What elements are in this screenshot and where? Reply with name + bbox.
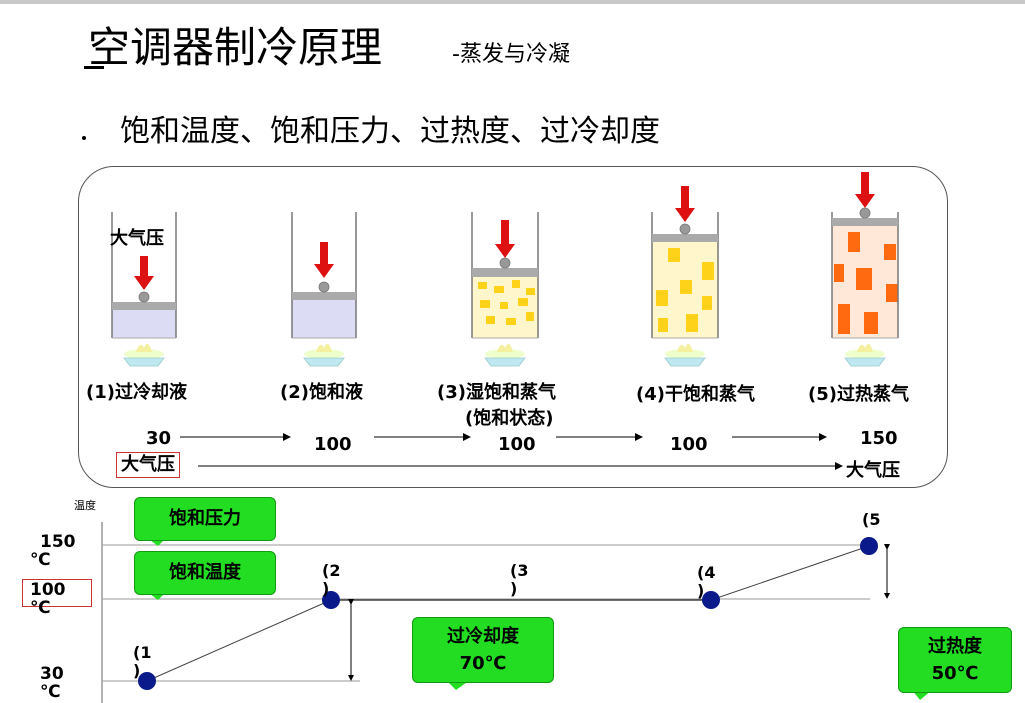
pressure-arrow-5: [855, 172, 875, 208]
atm-label-top: 大气压: [110, 228, 164, 249]
temperature-graph: [101, 522, 932, 703]
point-label-4-a: (4: [697, 563, 716, 582]
superheat-bubble: 过热度 50℃: [898, 627, 1012, 693]
burner-3: [484, 343, 526, 367]
burner-5: [844, 343, 886, 367]
cylinder-2: [291, 212, 357, 367]
states-panel: [78, 166, 948, 488]
state-label-3: (3)湿饱和蒸气: [437, 382, 556, 403]
point-1: [138, 672, 156, 690]
point-label-4-b: ): [697, 581, 705, 600]
page-title: 空调器制冷原理: [88, 23, 383, 72]
pressure-arrow-3: [495, 220, 515, 258]
temp-1: 30: [146, 428, 172, 449]
state-label-4: (4)干饱和蒸气: [636, 384, 755, 405]
y-tick-100-unit: ℃: [30, 598, 51, 618]
state-label-2: (2)饱和液: [280, 382, 363, 403]
subcooling-label: 过冷却度: [447, 626, 519, 647]
segment-1-2: [146, 599, 332, 682]
y-tick-100: 100: [30, 580, 66, 600]
pressure-arrow-4: [675, 186, 695, 222]
subcooling-bubble: 过冷却度 70℃: [412, 617, 554, 683]
temp-4: 100: [670, 434, 708, 455]
point-label-5: (5: [862, 510, 881, 529]
point-label-2-b: ): [322, 579, 330, 598]
y-tick-150-unit: ℃: [30, 550, 51, 570]
burner-4: [664, 343, 706, 367]
sat-pressure-bubble: 饱和压力: [134, 497, 276, 541]
temp-2: 100: [314, 434, 352, 455]
cylinder-1: [111, 212, 177, 367]
atm-label-end: 大气压: [846, 460, 900, 481]
point-label-1-b: ): [133, 661, 141, 680]
cylinder-4: [651, 186, 719, 367]
y-tick-150: 150: [40, 532, 76, 552]
point-5: [860, 537, 878, 555]
point-label-3-a: (3: [510, 561, 529, 580]
state-label-1: (1)过冷却液: [86, 382, 187, 403]
temperature-arrows: [180, 433, 843, 470]
cylinder-3: [471, 212, 539, 367]
superheat-value: 50℃: [931, 663, 979, 684]
temp-3: 100: [498, 434, 536, 455]
bullet-dot: [82, 136, 86, 140]
point-label-2-a: (2: [322, 561, 341, 580]
state-label-3-sub: (饱和状态): [465, 408, 554, 429]
superheat-label: 过热度: [928, 636, 982, 657]
y-tick-100-box: [22, 579, 92, 607]
subcooling-value: 70℃: [459, 653, 507, 674]
point-label-3-b: ): [510, 579, 518, 598]
page-subtitle: -蒸发与冷凝: [452, 42, 570, 67]
pressure-arrow-1: [134, 256, 154, 290]
point-2: [322, 591, 340, 609]
sat-temp-tail: [150, 594, 164, 600]
point-label-1-a: (1: [133, 643, 152, 662]
cylinder-5: [831, 172, 899, 367]
burner-2: [303, 343, 345, 367]
y-tick-30-unit: ℃: [40, 682, 61, 702]
bullet-text: 饱和温度、饱和压力、过热度、过冷却度: [120, 114, 660, 149]
temp-5: 150: [860, 428, 898, 449]
top-border: [0, 0, 1025, 4]
atm-label-start: 大气压: [116, 452, 180, 478]
state-label-5: (5)过热蒸气: [808, 384, 909, 405]
segment-4-5: [710, 545, 870, 601]
point-4: [702, 591, 720, 609]
burner-1: [123, 343, 165, 367]
sat-temp-bubble: 饱和温度: [134, 551, 276, 595]
y-axis-title: 温度: [74, 499, 96, 512]
pressure-arrow-2: [314, 242, 334, 278]
title-underscore: [84, 66, 104, 69]
y-tick-30: 30: [40, 664, 64, 684]
sat-pressure-tail: [150, 540, 164, 546]
